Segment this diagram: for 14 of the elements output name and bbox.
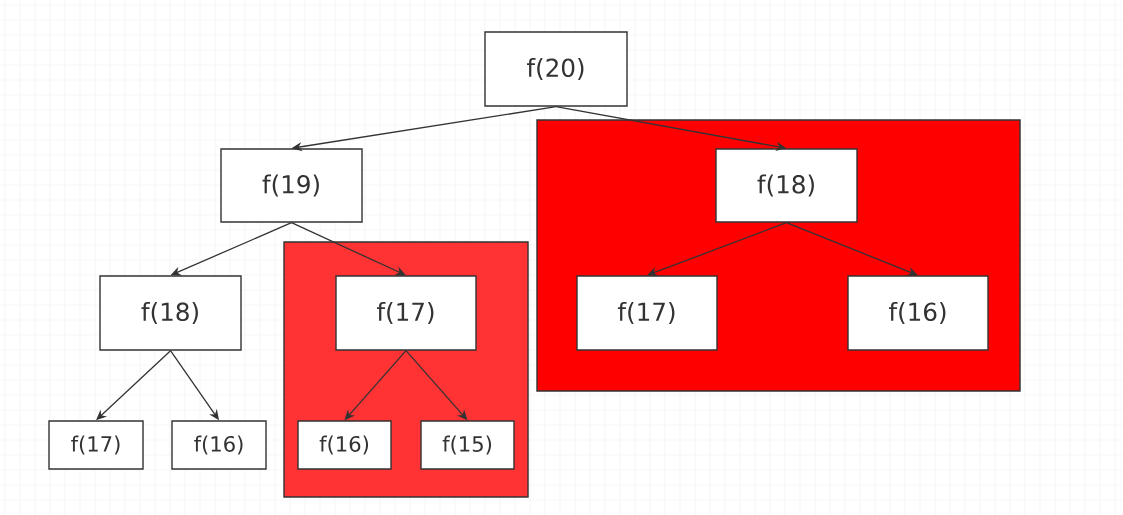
- function-box: f(19): [220, 148, 363, 223]
- function-box: f(16): [847, 275, 989, 351]
- function-box: f(17): [576, 275, 718, 351]
- function-box: f(20): [484, 31, 628, 107]
- function-box: f(17): [335, 275, 477, 351]
- arrow: [290, 222, 406, 276]
- function-box: f(15): [420, 420, 515, 470]
- function-box: f(16): [297, 420, 392, 470]
- function-box: f(18): [99, 275, 242, 351]
- function-box: f(16): [171, 420, 267, 470]
- arrow: [785, 222, 918, 276]
- function-box: f(17): [48, 420, 144, 470]
- function-box: f(18): [715, 148, 858, 223]
- arrow: [647, 222, 788, 276]
